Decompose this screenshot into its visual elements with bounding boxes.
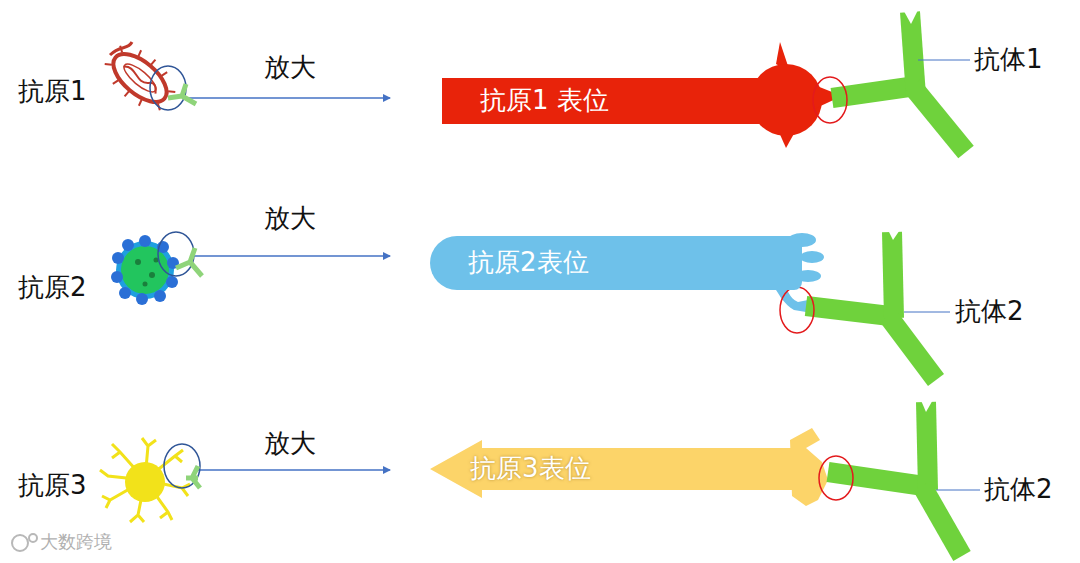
epitope-shape: 抗原1 表位 [442,78,794,124]
antigen-label: 抗原2 [18,272,87,303]
small-antibody [168,84,196,104]
watermark-logo [12,534,37,551]
focus-circle [150,66,186,110]
epitope-label: 抗原2表位 [468,247,589,278]
binding-circle [819,456,853,500]
magnify-arrow [192,255,390,256]
focus-circle [158,232,194,276]
epitope-label: 抗原1 表位 [480,85,609,116]
watermark-text: 大数跨境 [40,531,112,553]
magnify-label: 放大 [264,428,316,459]
epitope-label: 抗原3表位 [470,453,591,484]
antibody-2 [806,232,936,380]
antibody-notch [900,4,920,24]
antibody-label: 抗体2 [955,296,1024,327]
focus-circle [164,444,200,488]
binding-circle [813,77,847,123]
small-antibody [186,466,200,488]
arrow-fill [430,440,798,498]
magnify-arrow [188,97,390,98]
antibody-label: 抗体1 [974,44,1043,75]
leader-line [936,490,980,491]
antibody-notch [884,222,904,240]
magnify-arrow [196,469,390,470]
bacterium-icon [97,36,183,119]
magnify-label: 放大 [264,52,316,83]
antibody-notch [920,398,934,412]
leader-line [918,60,970,61]
antigen-label: 抗原1 [18,76,87,107]
epitope-shape: 抗原2表位 [430,236,802,290]
antigen-label: 抗原3 [18,470,87,501]
antibody-1 [832,12,966,152]
antibody-label: 抗体2 [984,474,1053,505]
small-antibody [176,248,202,276]
antibody-3 [828,402,962,556]
cell-icon [100,438,190,522]
virus-icon [111,235,179,305]
leader-line [904,312,950,313]
binding-circle [780,287,814,333]
cell-body [125,462,165,502]
magnify-label: 放大 [264,203,316,234]
epitope-shape: 抗原3表位 [430,440,798,498]
